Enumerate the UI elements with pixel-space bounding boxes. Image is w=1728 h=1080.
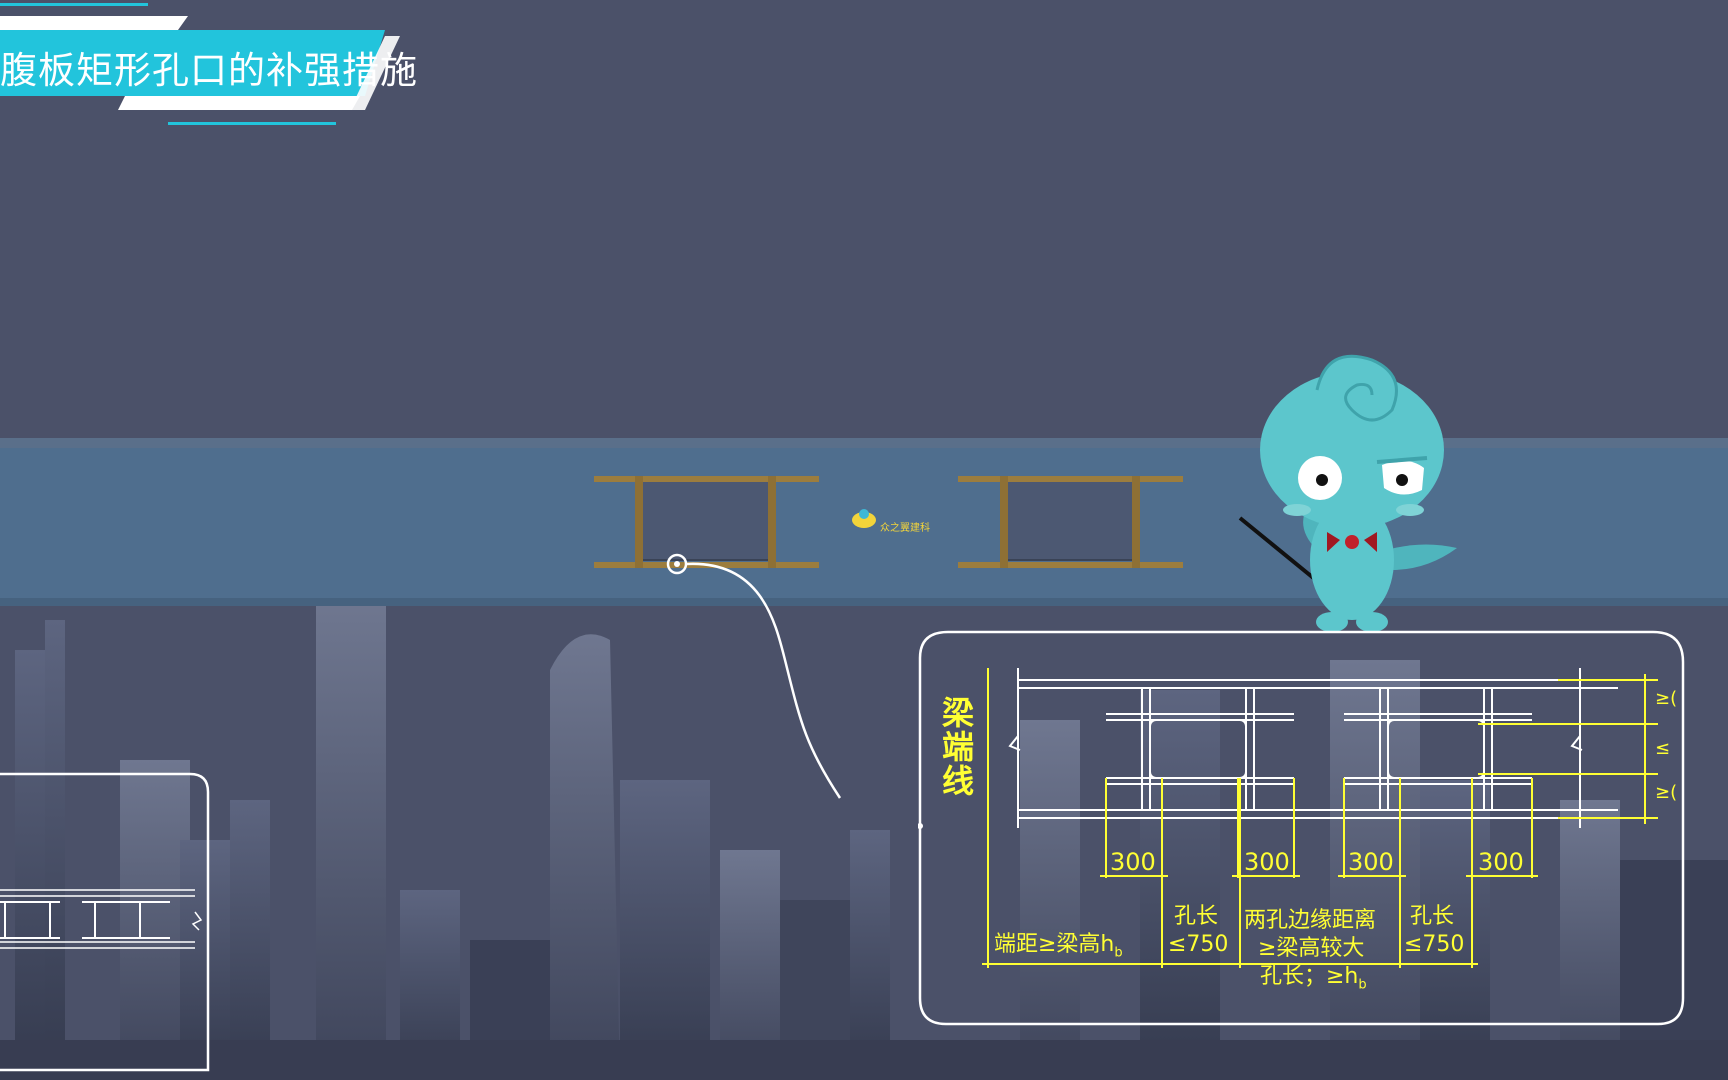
dim-300-1: 300 [1110,848,1156,876]
logo-icon: 众之翼建科 [850,506,930,534]
hole-length-2-line1: 孔长 [1410,904,1455,929]
two-holes-line3-text: 孔长；≥h [1260,964,1359,989]
right-dim-2: ≤ [1655,738,1671,759]
dim-300-3: 300 [1348,848,1394,876]
detail-drawing-panel: 梁端线 300 300 300 300 端距≥梁高hb 孔长 ≤750 两孔边缘… [918,628,1690,1026]
dim-300-4: 300 [1478,848,1524,876]
two-holes-line2: ≥梁高较大 [1258,936,1365,961]
callout-connector [666,553,842,799]
end-distance-label: 端距≥梁高hb [994,932,1123,961]
watermark-text: 众之翼建科 [880,523,930,534]
right-dim-3: ≥( [1655,782,1678,803]
left-detail-panel [0,772,210,1072]
web-opening-2 [958,476,1183,568]
page-title: 腹板矩形孔口的补强措施 [0,49,418,92]
hole-length-1-line1: 孔长 [1174,904,1219,929]
city-skyline-background [0,600,1728,1080]
web-opening-1 [594,476,819,568]
mascot-icon [1238,354,1457,632]
end-distance-sub: b [1114,945,1123,961]
two-holes-line1: 两孔边缘距离 [1244,908,1377,933]
two-holes-line3-sub: b [1358,977,1367,993]
pointer-stick-icon [1238,516,1324,587]
hole-length-1-line2: ≤750 [1168,932,1229,957]
title-banner: 腹板矩形孔口的补强措施 [0,0,420,130]
beam-end-line-label: 梁端线 [942,694,975,800]
hole-length-2-line2: ≤750 [1404,932,1465,957]
two-holes-line3: 孔长；≥hb [1260,964,1367,993]
right-dim-1: ≥( [1655,688,1678,709]
end-distance-text: 端距≥梁高h [994,932,1115,957]
dim-300-2: 300 [1244,848,1290,876]
